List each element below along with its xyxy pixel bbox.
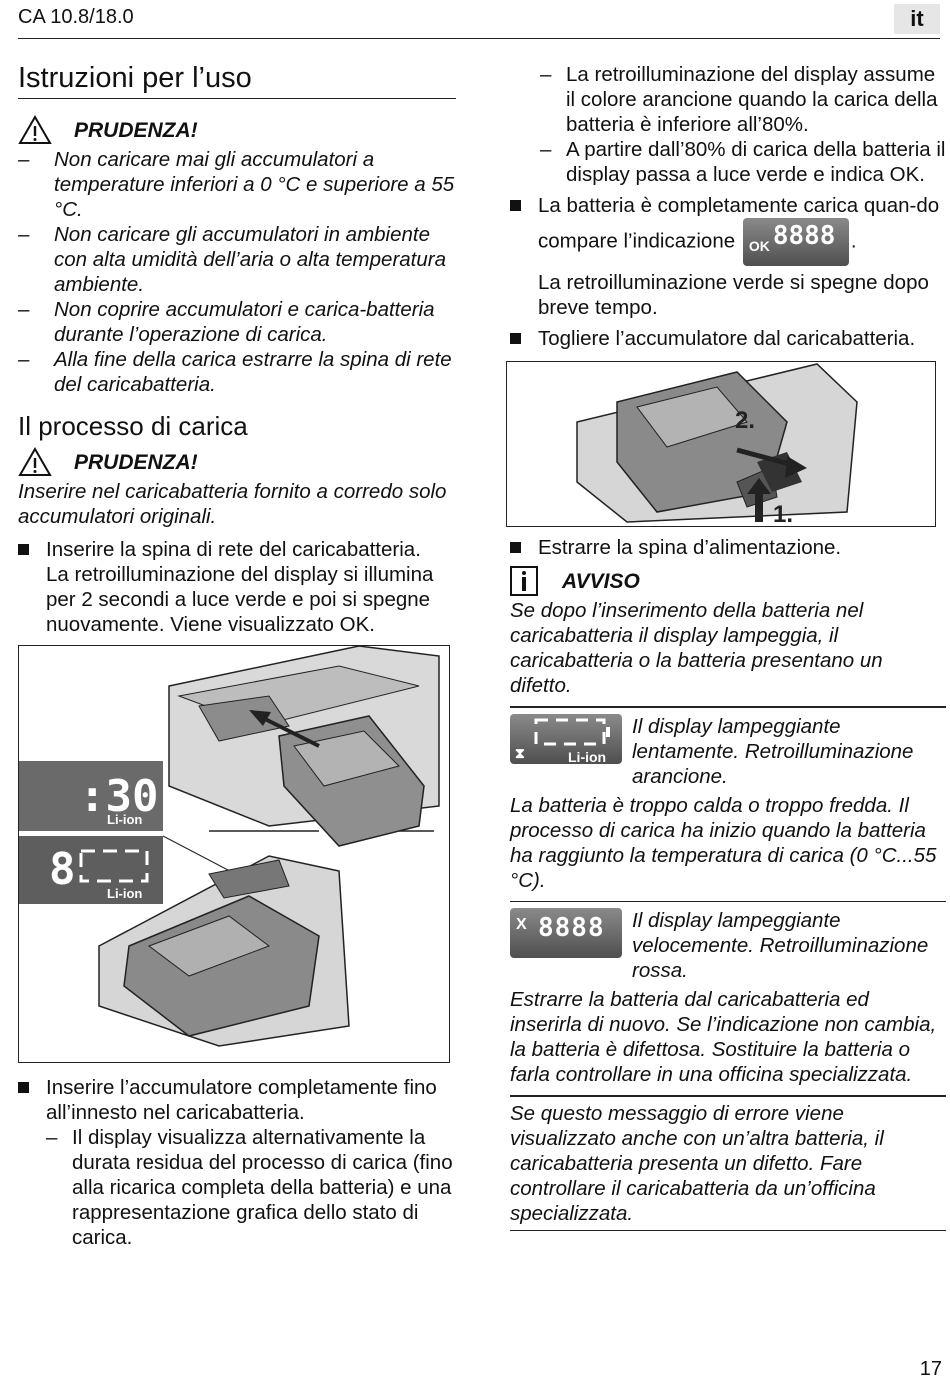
list-item: Inserire la spina di rete del caricabatt… — [18, 537, 456, 562]
warning-heading: PRUDENZA! — [18, 447, 456, 477]
error-code-row: X 8888 Il display lampeggiante velocemen… — [510, 908, 946, 983]
note-text: Se dopo l’inserimento della batteria nel… — [510, 599, 883, 697]
list-item: –A partire dall’80% di carica della batt… — [540, 138, 946, 186]
display-digit: 8 — [49, 844, 76, 895]
document-model: CA 10.8/18.0 — [18, 6, 134, 28]
page-title: Istruzioni per l’uso — [18, 62, 456, 99]
remove-battery-figure: 2. 1. — [506, 361, 936, 528]
hourglass-thermometer-icon: ⧗ — [515, 718, 610, 761]
page-number: 17 — [919, 1358, 942, 1380]
code-description: Il display lampeggiante lentamente. Retr… — [632, 714, 914, 788]
ok-display-icon: OK 8888 — [742, 218, 849, 266]
divider — [510, 1095, 946, 1097]
right-column: –La retroilluminazione del display assum… — [506, 62, 946, 1231]
list-item: Estrarre la spina d’alimentazione. — [510, 535, 946, 560]
list-item: –Non coprire accumulatori e carica-batte… — [18, 298, 435, 346]
charger-illustration: :30 Li-ion 8 Li-ion — [19, 645, 440, 1047]
list-item: –Non caricare mai gli accumulatori a tem… — [18, 148, 455, 221]
divider — [510, 900, 946, 902]
warning-label: PRUDENZA! — [74, 118, 198, 142]
divider — [510, 706, 946, 708]
display-liion-2: Li-ion — [107, 886, 142, 901]
display-countdown: :30 — [79, 771, 158, 822]
code-explanation: La batteria è troppo calda o troppo fred… — [510, 793, 937, 892]
code-explanation: Estrarre la batteria dal caricabatteria … — [510, 988, 937, 1086]
svg-text:⧗: ⧗ — [515, 745, 525, 761]
list-item: La batteria è completamente carica quan-… — [510, 193, 946, 266]
list-item: –Il display visualizza alternativamente … — [46, 1126, 453, 1249]
left-column: Istruzioni per l’uso PRUDENZA! –Non cari… — [18, 62, 456, 1250]
note-label: AVVISO — [562, 569, 640, 593]
language-tag: it — [894, 4, 940, 34]
charger-figure: :30 Li-ion 8 Li-ion — [18, 645, 450, 1063]
step-1-label: 1. — [773, 501, 793, 526]
step-detail: La retroilluminazione del display si ill… — [46, 563, 434, 636]
warning-triangle-icon — [18, 115, 52, 144]
error-display-icon: X 8888 — [510, 908, 622, 958]
list-item: –Non caricare gli accumulatori in ambien… — [18, 223, 446, 296]
warning-triangle-icon — [18, 447, 52, 476]
note-heading: AVVISO — [510, 566, 946, 596]
header-rule — [18, 38, 940, 39]
list-item: Inserire l’accumulatore completamente fi… — [18, 1075, 456, 1125]
list-item: –La retroilluminazione del display assum… — [540, 63, 938, 136]
list-item: Togliere l’accumulatore dal caricabatter… — [510, 326, 946, 351]
section-title: Il processo di carica — [18, 411, 248, 441]
warning-heading: PRUDENZA! — [18, 115, 456, 145]
temperature-display-icon: ⧗ Li-ion — [510, 713, 622, 765]
step-detail: La retroilluminazione verde si spegne do… — [538, 271, 929, 319]
warning-label: PRUDENZA! — [74, 450, 198, 474]
code-description: Il display lampeggiante velocemente. Ret… — [632, 909, 929, 982]
step-2-label: 2. — [735, 407, 755, 434]
remove-battery-illustration: 2. 1. — [576, 363, 858, 528]
code-explanation: Se questo messaggio di errore viene visu… — [510, 1101, 884, 1225]
divider — [510, 1229, 946, 1231]
display-liion-1: Li-ion — [107, 812, 142, 827]
warning-text: Inserire nel caricabatteria fornito a co… — [18, 480, 447, 528]
error-code-row: ⧗ Li-ion Il display lampeggiante lentame… — [510, 713, 946, 789]
list-item: –Alla fine della carica estrarre la spin… — [18, 348, 452, 396]
info-icon — [510, 566, 538, 596]
